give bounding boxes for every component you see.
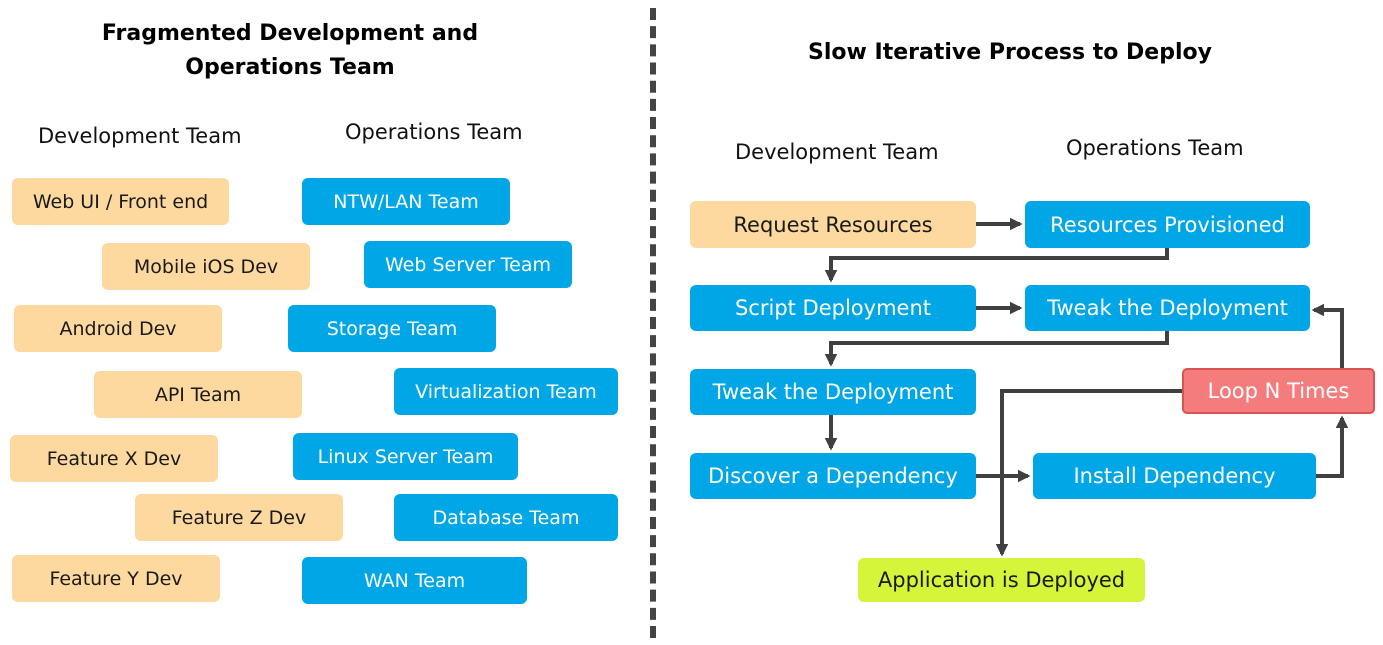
right-dev-header: Development Team [735, 140, 939, 164]
step-discover-dependency: Discover a Dependency [690, 453, 976, 499]
ops-team-virtualization: Virtualization Team [394, 368, 618, 415]
left-title: Fragmented Development and Operations Te… [101, 21, 479, 80]
step-tweak-deployment-dev: Tweak the Deployment [690, 369, 976, 415]
ops-team-linux-server: Linux Server Team [293, 433, 518, 480]
dev-team-api: API Team [94, 371, 302, 418]
right-title: Slow Iterative Process to Deploy [808, 40, 1212, 65]
dev-team-feature-z: Feature Z Dev [135, 494, 343, 541]
left-dev-header: Development Team [38, 124, 242, 148]
dev-team-feature-y: Feature Y Dev [12, 555, 220, 602]
step-script-deployment: Script Deployment [690, 285, 976, 331]
ops-team-wan: WAN Team [302, 557, 527, 604]
step-loop-n-times: Loop N Times [1182, 368, 1375, 414]
step-resources-provisioned: Resources Provisioned [1025, 201, 1310, 248]
ops-team-database: Database Team [394, 494, 618, 541]
step-request-resources: Request Resources [690, 201, 976, 248]
dev-team-android: Android Dev [14, 305, 222, 352]
arrow-provisioned-to-script [824, 248, 1169, 283]
arrow-install-to-loop [1316, 415, 1349, 478]
dev-team-mobile-ios: Mobile iOS Dev [102, 243, 310, 290]
dev-team-web-ui: Web UI / Front end [12, 178, 229, 225]
dev-team-feature-x: Feature X Dev [10, 435, 218, 482]
ops-team-storage: Storage Team [288, 305, 496, 352]
step-install-dependency: Install Dependency [1033, 453, 1316, 499]
step-tweak-deployment-ops: Tweak the Deployment [1025, 285, 1310, 331]
arrow-tweak-ops-to-tweak-dev [824, 331, 1169, 367]
panel-divider [650, 8, 656, 638]
arrow-loop-to-tweak-ops [1311, 303, 1344, 368]
ops-team-web-server: Web Server Team [364, 241, 572, 288]
right-ops-header: Operations Team [1066, 136, 1244, 160]
step-application-deployed: Application is Deployed [858, 558, 1145, 602]
arrow-loop-to-deployed [995, 389, 1182, 557]
left-ops-header: Operations Team [345, 120, 523, 144]
ops-team-ntw-lan: NTW/LAN Team [302, 178, 510, 225]
